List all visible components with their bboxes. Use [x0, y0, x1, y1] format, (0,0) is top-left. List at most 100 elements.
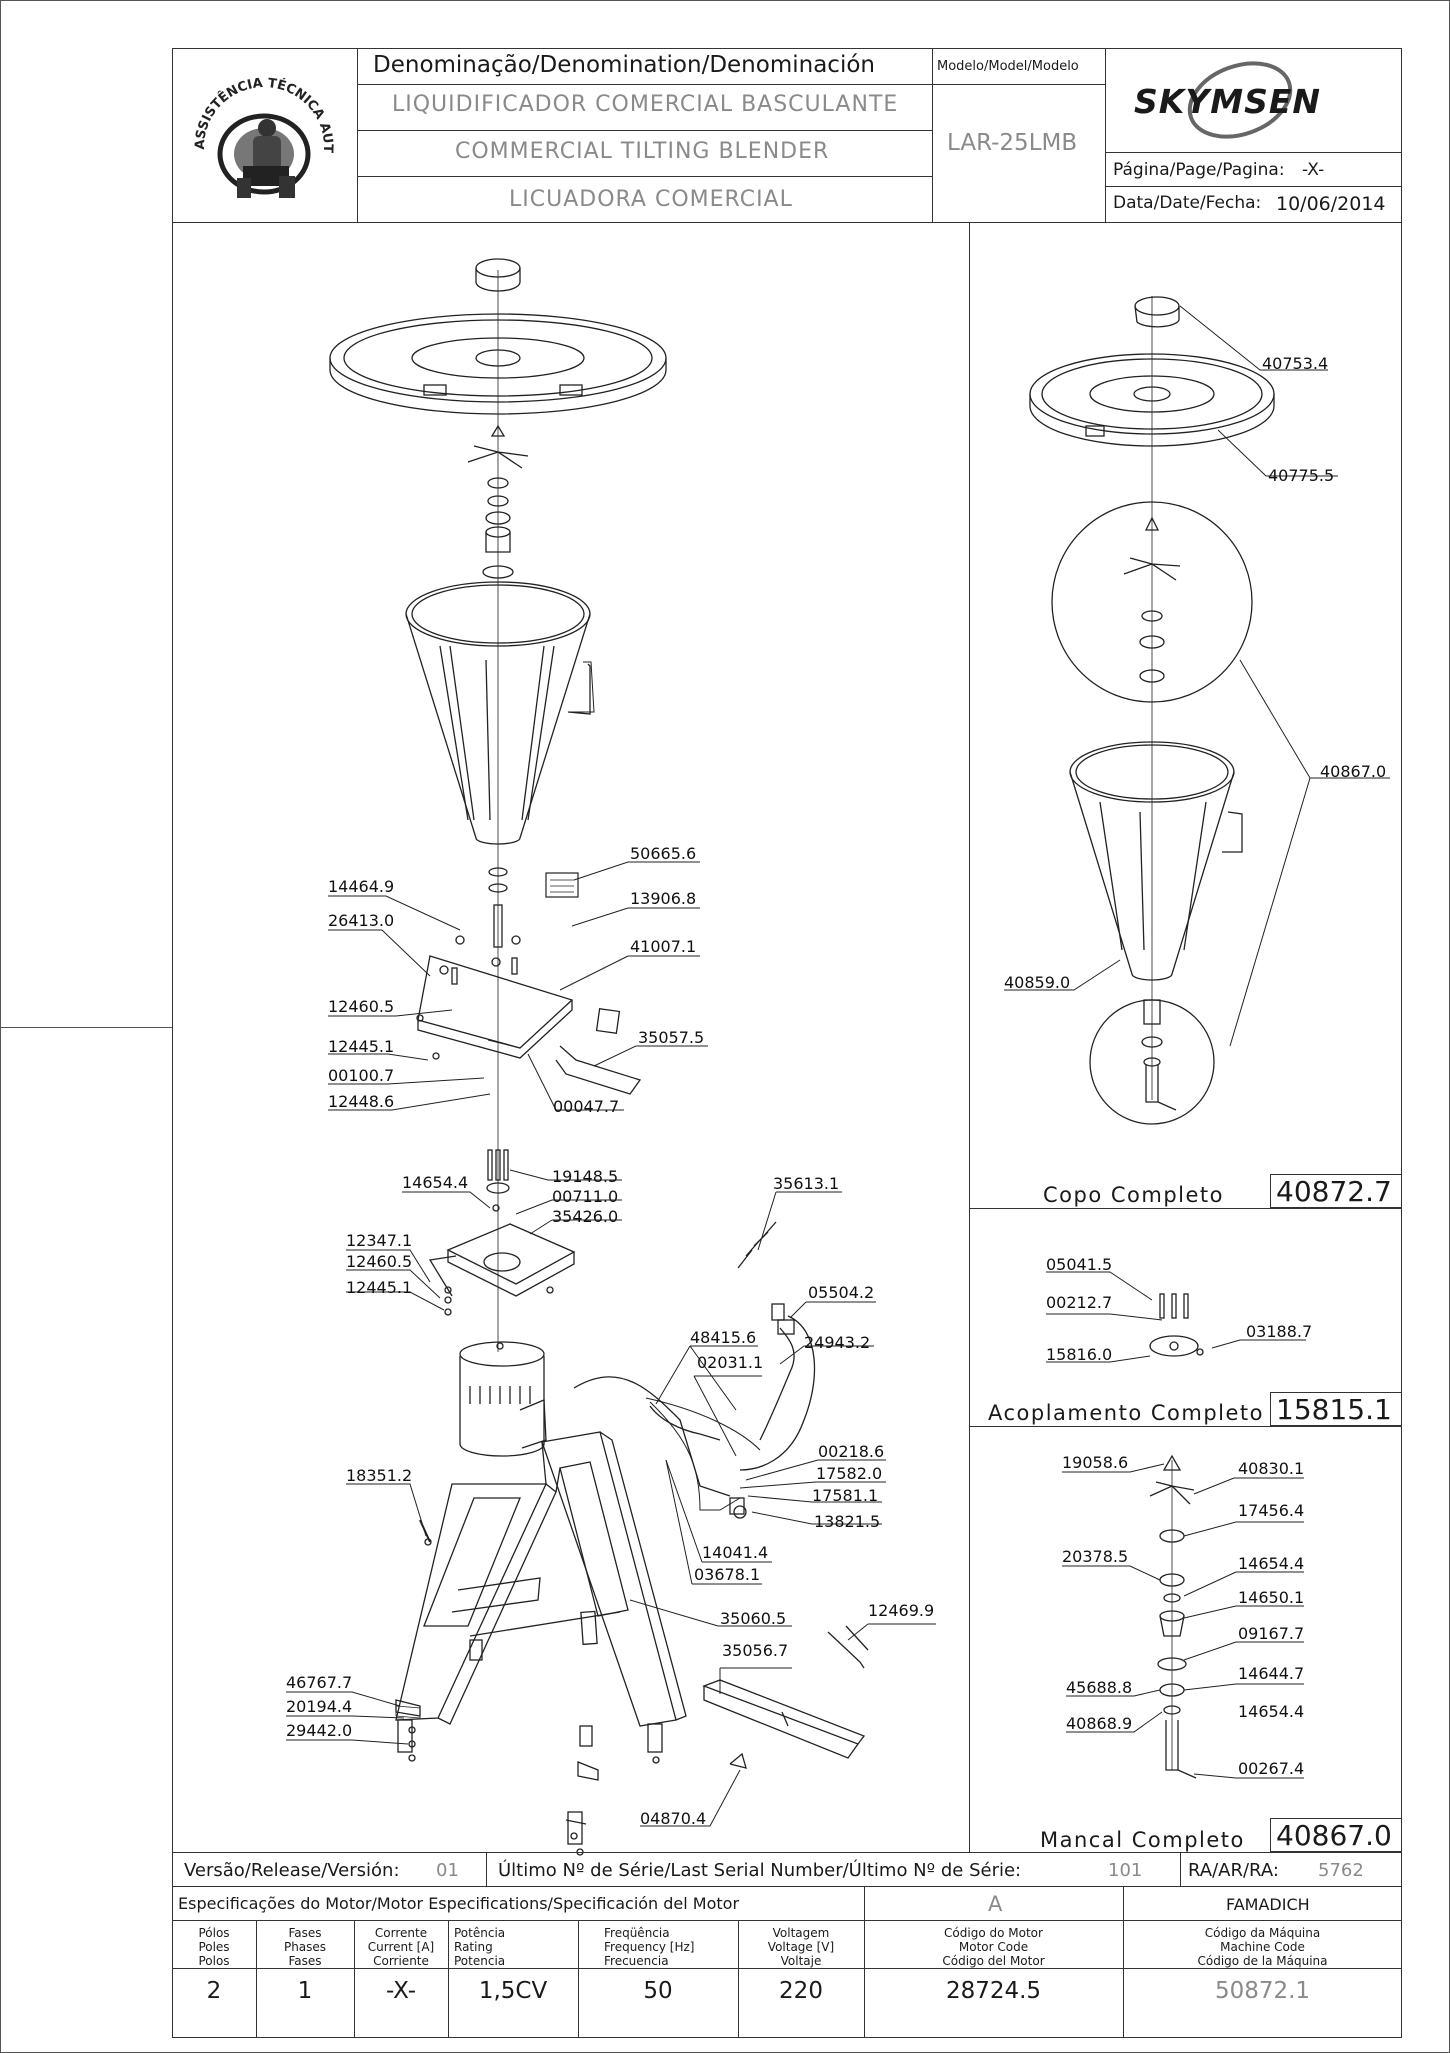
motor-maker: FAMADICH: [1226, 1895, 1310, 1914]
part-label: 00267.4: [1238, 1759, 1305, 1778]
part-label: 48415.6: [690, 1328, 757, 1347]
part-label: 12445.1: [328, 1037, 395, 1056]
spec-value-rating: 1,5CV: [478, 1978, 548, 2004]
date-label: Data/Date/Fecha:: [1113, 193, 1262, 213]
part-label: 40859.0: [1004, 973, 1071, 992]
acoplamento-title: Acoplamento Completo: [988, 1401, 1265, 1425]
part-label: 15816.0: [1046, 1345, 1113, 1364]
part-label: 05504.2: [808, 1283, 875, 1302]
spec-header-voltage: Voltagem Voltage [V] Voltaje: [767, 1926, 835, 1968]
side-margin-line: [0, 1027, 172, 1028]
ra-value: 5762: [1318, 1860, 1364, 1881]
part-label: 40775.5: [1268, 466, 1335, 485]
mancal-title: Mancal Completo: [1040, 1828, 1245, 1852]
part-label: 35057.5: [638, 1028, 705, 1047]
part-label: 40868.9: [1066, 1714, 1133, 1733]
spec-header-motor-code: Código do Motor Motor Code Código del Mo…: [942, 1926, 1045, 1968]
product-name-en: COMMERCIAL TILTING BLENDER: [455, 139, 830, 164]
part-label: 00218.6: [818, 1442, 885, 1461]
part-label: 35056.7: [722, 1641, 789, 1660]
part-label: 35426.0: [552, 1207, 619, 1226]
part-label: 00212.7: [1046, 1293, 1113, 1312]
part-label: 45688.8: [1066, 1678, 1133, 1697]
model-label: Modelo/Model/Modelo: [937, 59, 1079, 74]
brand-swoosh: [1187, 61, 1293, 139]
part-label: 26413.0: [328, 911, 395, 930]
part-label: 13906.8: [630, 889, 697, 908]
part-label: 19148.5: [552, 1167, 619, 1186]
part-label: 19058.6: [1062, 1453, 1129, 1472]
part-label: 14654.4: [1238, 1554, 1305, 1573]
model-value: LAR-25LMB: [947, 130, 1078, 156]
part-label: 09167.7: [1238, 1624, 1305, 1643]
part-label: 17456.4: [1238, 1501, 1305, 1520]
ra-label: RA/AR/RA:: [1188, 1860, 1279, 1881]
part-label: 46767.7: [286, 1673, 353, 1692]
part-label: 03678.1: [694, 1565, 761, 1584]
copo-code-box: [1270, 1174, 1402, 1208]
part-label: 20194.4: [286, 1697, 353, 1716]
spec-value-motor-code: 28724.5: [945, 1978, 1042, 2004]
spec-header-frequency: Freqüência Frequency [Hz] Frecuencia: [604, 1926, 695, 1968]
part-label: 12460.5: [328, 997, 395, 1016]
brand-name: SKYMSEN: [1134, 82, 1322, 121]
spec-header-machine-code: Código da Máquina Machine Code Código de…: [1197, 1926, 1328, 1968]
part-label: 12347.1: [346, 1231, 413, 1250]
copo-title: Copo Completo: [1043, 1183, 1224, 1207]
part-label: 17582.0: [816, 1464, 883, 1483]
motor-spec-title: Especificações do Motor/Motor Especifica…: [178, 1894, 740, 1913]
part-label: 00100.7: [328, 1066, 395, 1085]
part-label: 12445.1: [346, 1278, 413, 1297]
denomination-label: Denominação/Denomination/Denominación: [373, 52, 875, 78]
part-label: 12469.9: [868, 1601, 935, 1620]
page-value: -X-: [1302, 160, 1325, 180]
part-label: 12448.6: [328, 1092, 395, 1111]
part-label: 24943.2: [804, 1333, 871, 1352]
spec-header-poles: Pólos Poles Polos: [198, 1926, 230, 1968]
spec-value-machine-code: 50872.1: [1214, 1978, 1311, 2004]
part-label: 14644.7: [1238, 1664, 1305, 1683]
page-label: Página/Page/Pagina:: [1113, 160, 1285, 180]
part-label: 00047.7: [553, 1097, 620, 1116]
product-name-es: LICUADORA COMERCIAL: [509, 187, 793, 212]
copo-code: 40872.7: [1276, 1175, 1392, 1208]
part-label: 02031.1: [697, 1353, 764, 1372]
authorized-service-seal: ASSISTÊNCIA TÉCNICA AUTORIZADA: [183, 58, 345, 213]
spec-header-phases: Fases Phases Fases: [283, 1926, 327, 1968]
part-label: 14650.1: [1238, 1588, 1305, 1607]
brand-logo: SKYMSEN: [1120, 58, 1390, 144]
part-label: 12460.5: [346, 1252, 413, 1271]
part-label: 29442.0: [286, 1721, 353, 1740]
part-label: 00711.0: [552, 1187, 619, 1206]
part-label: 03188.7: [1246, 1322, 1313, 1341]
drawing-frame: [172, 48, 1402, 2038]
part-label: 40867.0: [1320, 762, 1387, 781]
spec-value-voltage: 220: [779, 1978, 823, 2004]
part-label: 41007.1: [630, 937, 697, 956]
spec-value-frequency: 50: [643, 1978, 673, 2004]
part-label: 18351.2: [346, 1466, 413, 1485]
part-label: 04870.4: [640, 1809, 707, 1828]
part-label: 40753.4: [1262, 354, 1329, 373]
seal-graphic: ASSISTÊNCIA TÉCNICA AUTORIZADA: [183, 58, 335, 198]
spec-value-poles: 2: [206, 1978, 222, 2004]
part-label: 13821.5: [814, 1512, 881, 1531]
spec-value-phases: 1: [297, 1978, 313, 2004]
part-label: 20378.5: [1062, 1547, 1129, 1566]
version-value: 01: [436, 1860, 459, 1881]
spec-header-current: Corrente Current [A] Corriente: [367, 1926, 435, 1968]
spec-header-rating: Potência Rating Potencia: [454, 1926, 506, 1968]
date-value: 10/06/2014: [1276, 193, 1386, 215]
part-label: 14041.4: [702, 1543, 769, 1562]
part-label: 40830.1: [1238, 1459, 1305, 1478]
part-label: 05041.5: [1046, 1255, 1113, 1274]
spec-value-current: -X-: [385, 1978, 417, 2004]
part-label: 35613.1: [773, 1174, 840, 1193]
serial-label: Último Nº de Série/Last Serial Number/Úl…: [498, 1860, 1022, 1881]
part-label: 14654.4: [1238, 1702, 1305, 1721]
part-label: 14464.9: [328, 877, 395, 896]
product-name-pt: LIQUIDIFICADOR COMERCIAL BASCULANTE: [392, 92, 899, 117]
part-label: 14654.4: [402, 1173, 469, 1192]
mancal-code-box: [1270, 1818, 1402, 1852]
